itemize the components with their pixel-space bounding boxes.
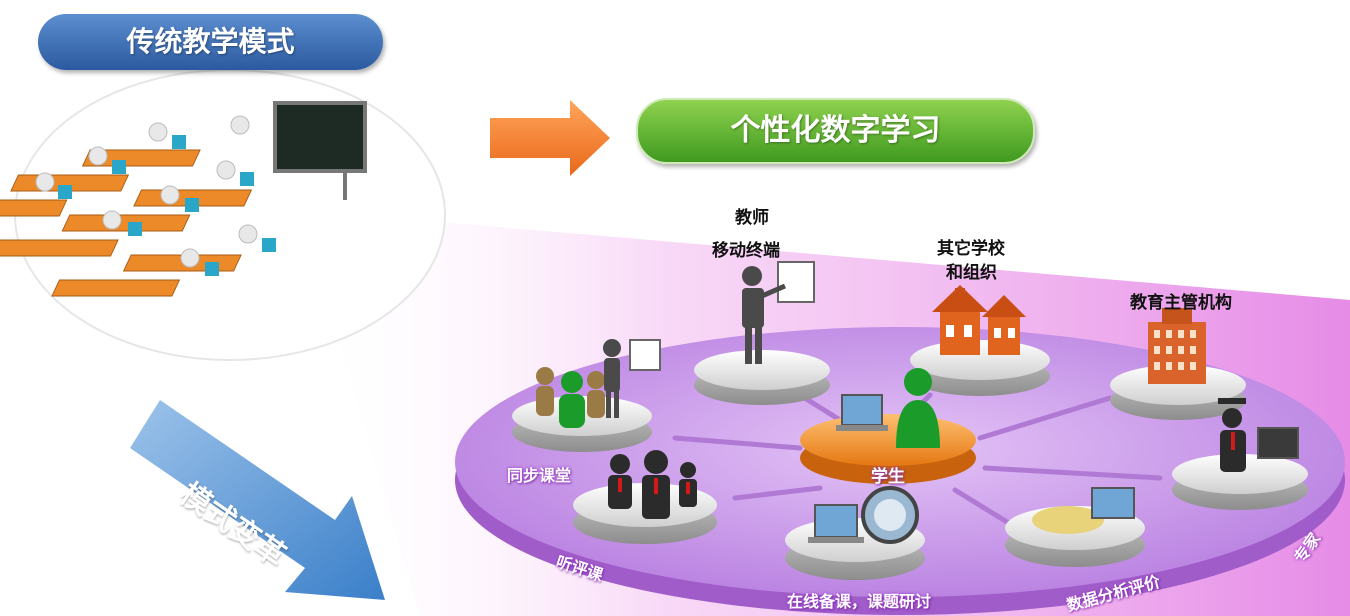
other-schools-label-line2: 和组织 xyxy=(946,263,997,283)
authority-label: 教育主管机构 xyxy=(1130,293,1232,313)
evaluator-figures xyxy=(608,450,697,519)
sync-class-figures xyxy=(536,339,661,428)
teacher-label-line2: 移动终端 xyxy=(712,241,780,261)
digital-title-pill: 个性化数字学习 xyxy=(636,98,1035,164)
sync-class-label: 同步课堂 xyxy=(507,466,572,485)
traditional-title: 传统教学模式 xyxy=(126,25,295,58)
school-buildings xyxy=(932,285,1026,355)
teacher-figure xyxy=(742,261,815,364)
other-schools-label-line1: 其它学校 xyxy=(937,239,1005,259)
transition-arrow xyxy=(130,400,385,600)
classroom-illustration xyxy=(0,101,367,297)
teacher-label-line1: 教师 xyxy=(735,208,769,228)
digital-title: 个性化数字学习 xyxy=(730,113,941,148)
traditional-title-pill: 传统教学模式 xyxy=(38,14,383,70)
online-prep-label: 在线备课，课题研讨 xyxy=(787,592,932,611)
student-figure xyxy=(836,368,940,448)
student-label: 学生 xyxy=(871,467,905,487)
pedestal-expert xyxy=(1172,454,1308,510)
pedestal-teacher xyxy=(694,350,830,405)
expert-figure xyxy=(1218,398,1299,472)
data-analysis-figure xyxy=(1032,487,1135,534)
right-arrow xyxy=(490,100,610,176)
pedestal-authority xyxy=(1110,365,1246,420)
authority-building xyxy=(1148,308,1206,384)
online-prep-figure xyxy=(808,486,919,544)
